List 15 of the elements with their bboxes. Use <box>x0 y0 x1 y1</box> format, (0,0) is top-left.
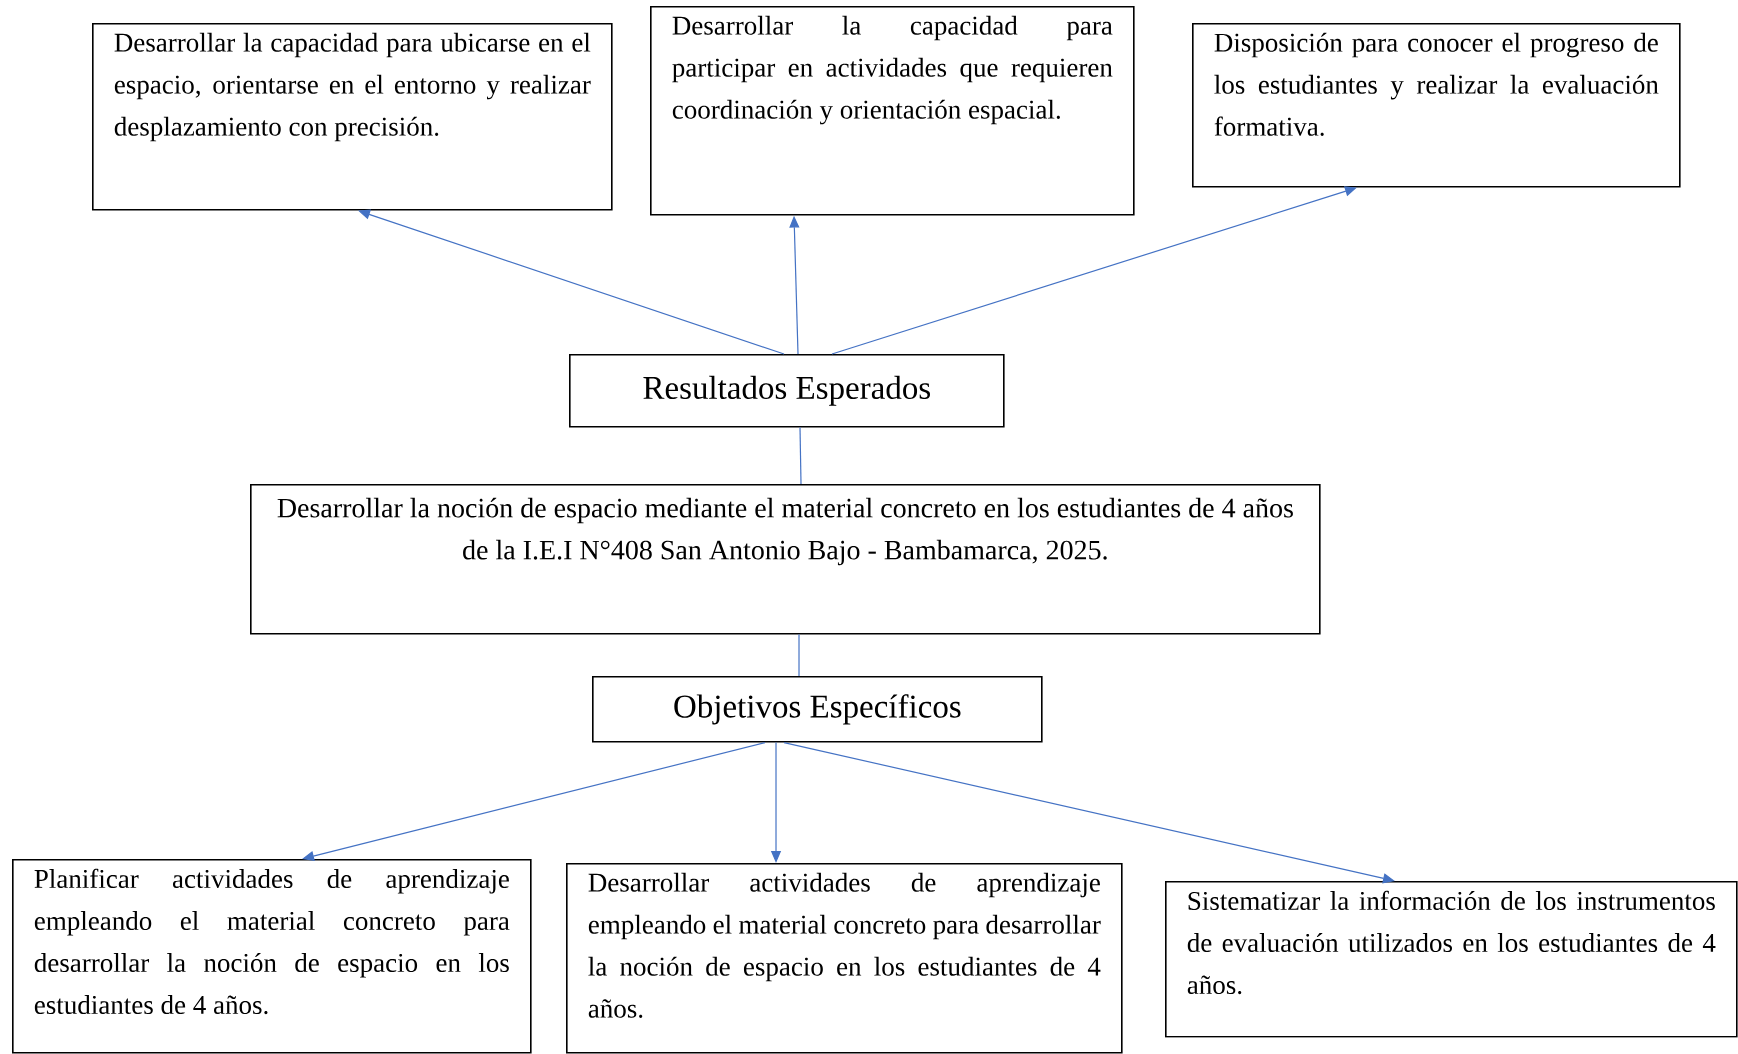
heading-box: Resultados Esperados <box>569 354 1005 428</box>
arrow <box>783 742 1395 884</box>
objective-box: Planificar actividades de aprendizaje empleando el material concreto para desarrollar la noción de espacio en los estudiantes de 4 años. <box>12 859 532 1054</box>
goal-box: Disposición para conocer el progreso de los estudiantes y realizar la evaluación formativa. <box>1192 23 1681 188</box>
goal-box: Desarrollar la capacidad para participar en actividades que requieren coordinación y orientación espacial. <box>650 6 1135 216</box>
connector-line <box>799 427 802 485</box>
goal-box: Desarrollar la capacidad para ubicarse en el espacio, orientarse en el entorno y realizar desplazamiento con precisión. <box>92 23 613 211</box>
arrow <box>831 186 1357 355</box>
objective-box: Desarrollar la noción de espacio mediante el material concreto en los estudiantes de 4 años de la I.E.I N°408 San Antonio Bajo - Bambamarca, 2025. <box>250 484 1321 635</box>
objective-box: Desarrollar actividades de aprendizaje empleando el material concreto para desarrollar la noción de espacio en los estudiantes de 4 años. <box>566 863 1123 1054</box>
heading-box: Objetivos Específicos <box>592 676 1043 743</box>
arrow <box>358 209 785 355</box>
arrow <box>302 742 766 862</box>
objective-box: Sistematizar la información de los instrumentos de evaluación utilizados en los estudiantes de 4 años. <box>1165 881 1738 1038</box>
connector-line <box>798 634 800 677</box>
